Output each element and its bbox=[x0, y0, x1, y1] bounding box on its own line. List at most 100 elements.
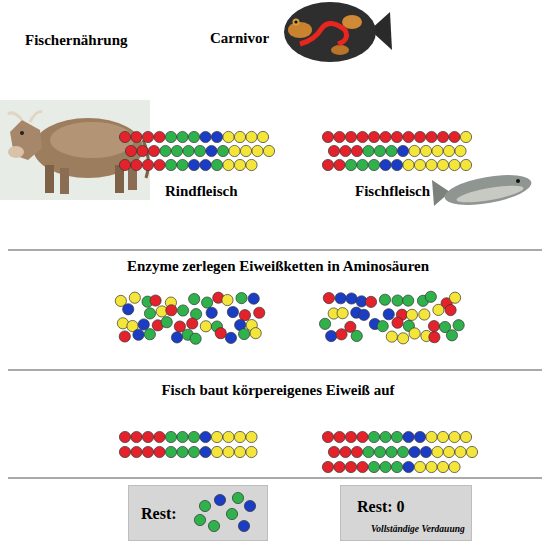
amino-acid bbox=[414, 159, 425, 170]
amino-acid bbox=[217, 145, 228, 156]
amino-acid bbox=[357, 431, 368, 442]
amino-acid bbox=[239, 310, 250, 321]
rest-label: Rest: bbox=[141, 505, 177, 523]
rest-label: Rest: 0 bbox=[357, 498, 405, 516]
amino-acid bbox=[392, 295, 403, 306]
amino-acid bbox=[232, 492, 243, 503]
image-label: Carnivor bbox=[210, 30, 269, 47]
amino-acid bbox=[374, 145, 385, 156]
amino-acid bbox=[200, 159, 211, 170]
amino-acid bbox=[449, 461, 460, 472]
amino-acid bbox=[335, 293, 346, 304]
amino-acid bbox=[200, 431, 211, 442]
amino-acid bbox=[211, 131, 222, 142]
fish-spot bbox=[331, 45, 349, 55]
cow-backdrop bbox=[0, 100, 150, 200]
image-label: Rindfleisch bbox=[165, 183, 238, 200]
amino-acid bbox=[165, 131, 176, 142]
amino-acid bbox=[187, 318, 198, 329]
amino-acid bbox=[177, 131, 188, 142]
cow-illustration bbox=[0, 100, 150, 200]
trout-eye bbox=[516, 179, 520, 183]
amino-acid bbox=[449, 131, 460, 142]
amino-acid bbox=[322, 431, 333, 442]
amino-acid bbox=[368, 159, 379, 170]
separator-line bbox=[8, 369, 542, 370]
amino-acid bbox=[386, 331, 397, 342]
amino-acid bbox=[351, 446, 362, 457]
amino-acid bbox=[392, 317, 403, 328]
amino-acid bbox=[409, 145, 420, 156]
amino-acid bbox=[160, 145, 171, 156]
amino-acid bbox=[188, 431, 199, 442]
amino-acid bbox=[406, 309, 417, 320]
amino-acid bbox=[142, 131, 153, 142]
amino-acid bbox=[445, 304, 456, 315]
amino-acid bbox=[426, 431, 437, 442]
amino-acid bbox=[244, 500, 255, 511]
amino-acid bbox=[177, 431, 188, 442]
amino-acid bbox=[345, 159, 356, 170]
amino-acid bbox=[363, 446, 374, 457]
amino-acid bbox=[426, 461, 437, 472]
amino-acid bbox=[345, 461, 356, 472]
amino-acid bbox=[328, 145, 339, 156]
amino-acid bbox=[328, 446, 339, 457]
amino-acid bbox=[165, 431, 176, 442]
amino-acid bbox=[263, 145, 274, 156]
amino-acid bbox=[433, 304, 444, 315]
amino-acid bbox=[142, 446, 153, 457]
amino-acid-cluster bbox=[115, 291, 464, 344]
cow-eye bbox=[20, 131, 24, 135]
amino-acid bbox=[437, 131, 448, 142]
amino-acid bbox=[358, 309, 369, 320]
amino-acid bbox=[246, 431, 257, 442]
amino-acid bbox=[322, 131, 333, 142]
amino-acid bbox=[357, 131, 368, 142]
amino-acid bbox=[123, 304, 134, 315]
rest-box: Rest: 0Vollständige Verdauung bbox=[340, 485, 472, 541]
amino-acid bbox=[397, 446, 408, 457]
amino-acid bbox=[234, 131, 245, 142]
rest-box: Rest: bbox=[128, 485, 268, 541]
amino-acid bbox=[165, 159, 176, 170]
amino-acid bbox=[206, 145, 217, 156]
fish-pupil bbox=[294, 20, 297, 23]
separator-line bbox=[8, 249, 542, 250]
amino-acid bbox=[144, 329, 155, 340]
amino-acid bbox=[211, 446, 222, 457]
amino-acid bbox=[131, 446, 142, 457]
amino-acid bbox=[142, 431, 153, 442]
amino-acid bbox=[345, 431, 356, 442]
amino-acid bbox=[223, 446, 234, 457]
amino-acid bbox=[453, 320, 464, 331]
amino-acid bbox=[236, 292, 247, 303]
amino-acid bbox=[368, 431, 379, 442]
amino-acid bbox=[379, 294, 390, 305]
amino-acid bbox=[125, 145, 136, 156]
section-heading: Enzyme zerlegen Eiweißketten in Aminosäu… bbox=[127, 258, 429, 275]
amino-acid bbox=[322, 461, 333, 472]
amino-acid bbox=[150, 295, 161, 306]
amino-acid bbox=[414, 461, 425, 472]
amino-acid bbox=[429, 332, 440, 343]
fish-body bbox=[284, 2, 376, 62]
cow-leg bbox=[45, 165, 54, 193]
amino-acid bbox=[334, 131, 345, 142]
cow-horn bbox=[8, 113, 22, 120]
amino-acid bbox=[460, 131, 471, 142]
amino-acid bbox=[340, 446, 351, 457]
amino-acid bbox=[226, 508, 237, 519]
amino-acid bbox=[432, 446, 443, 457]
amino-acid bbox=[414, 431, 425, 442]
amino-acid bbox=[238, 520, 249, 531]
amino-acid bbox=[148, 145, 159, 156]
amino-acid bbox=[188, 446, 199, 457]
amino-acid bbox=[200, 131, 211, 142]
amino-acid bbox=[383, 309, 394, 320]
amino-acid bbox=[194, 514, 205, 525]
amino-acid bbox=[211, 431, 222, 442]
amino-acid bbox=[214, 494, 225, 505]
amino-acid bbox=[437, 159, 448, 170]
